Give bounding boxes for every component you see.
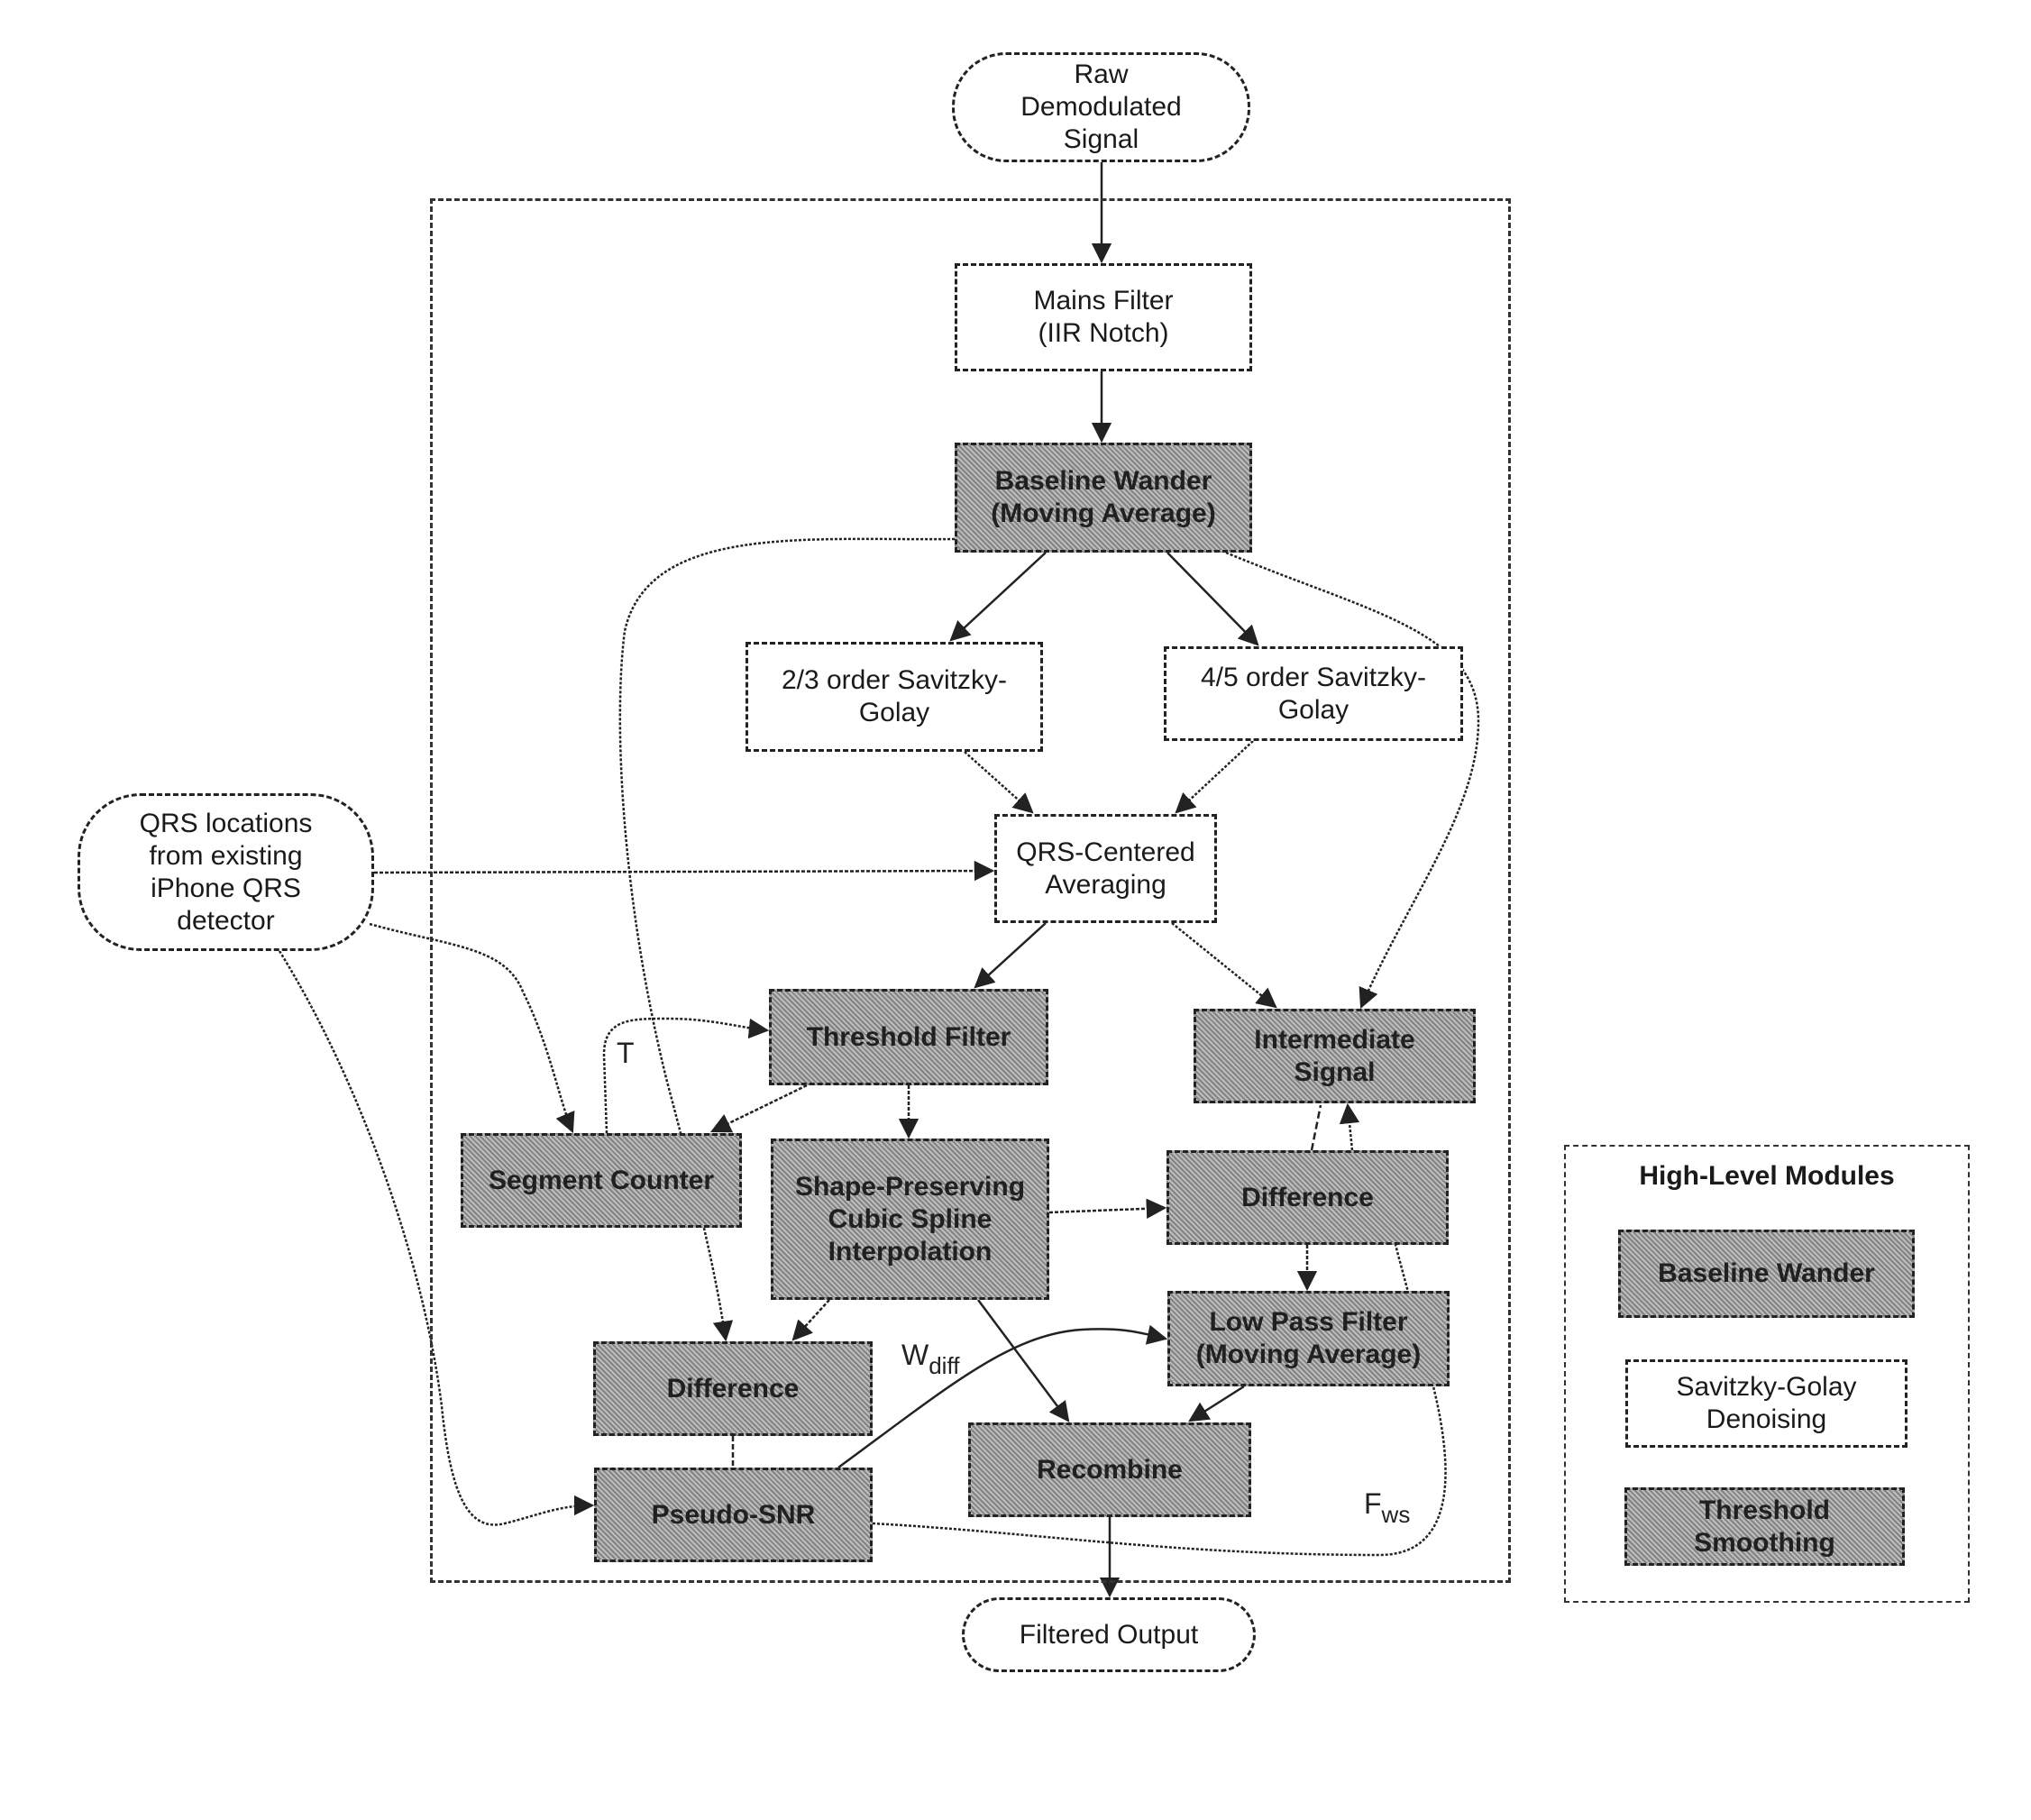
node-label: QRS locations from existing iPhone QRS d… xyxy=(140,808,313,937)
node-label: Segment Counter xyxy=(489,1165,714,1197)
node-low-pass-filter[interactable]: Low Pass Filter (Moving Average) xyxy=(1167,1291,1450,1386)
legend-title: High-Level Modules xyxy=(1566,1161,1968,1192)
node-label: Intermediate Signal xyxy=(1254,1024,1414,1089)
node-label: Shape-Preserving Cubic Spline Interpolat… xyxy=(795,1171,1025,1268)
legend-item-label: Baseline Wander xyxy=(1658,1258,1875,1290)
node-qrs-locations[interactable]: QRS locations from existing iPhone QRS d… xyxy=(78,793,374,951)
node-pseudo-snr[interactable]: Pseudo-SNR xyxy=(594,1468,873,1562)
node-label: Pseudo-SNR xyxy=(652,1499,816,1532)
node-filtered-output[interactable]: Filtered Output xyxy=(962,1597,1256,1672)
node-difference-right[interactable]: Difference xyxy=(1166,1150,1449,1245)
edge-label-subscript: ws xyxy=(1382,1501,1411,1528)
legend-item-baseline-wander: Baseline Wander xyxy=(1618,1230,1915,1318)
edge-label-f-ws: Fws xyxy=(1364,1487,1410,1529)
edge-label-text: W xyxy=(901,1339,929,1371)
node-baseline-wander[interactable]: Baseline Wander (Moving Average) xyxy=(955,443,1252,553)
node-mains-filter[interactable]: Mains Filter (IIR Notch) xyxy=(955,263,1252,371)
edge-label-text: F xyxy=(1364,1487,1382,1520)
edge-label-text: T xyxy=(617,1037,635,1069)
node-label: Threshold Filter xyxy=(807,1021,1011,1054)
node-label: 2/3 order Savitzky- Golay xyxy=(782,664,1007,729)
legend-item-label: Savitzky-Golay Denoising xyxy=(1676,1371,1856,1436)
node-label: Baseline Wander (Moving Average) xyxy=(991,465,1215,530)
node-sg-2-3-order[interactable]: 2/3 order Savitzky- Golay xyxy=(746,642,1043,752)
node-difference-left[interactable]: Difference xyxy=(593,1341,873,1436)
edge-label-w-diff: Wdiff xyxy=(901,1339,959,1380)
node-cubic-spline-interpolation[interactable]: Shape-Preserving Cubic Spline Interpolat… xyxy=(771,1139,1049,1300)
node-qrs-centered-averaging[interactable]: QRS-Centered Averaging xyxy=(994,814,1217,923)
edge-label-subscript: diff xyxy=(929,1352,959,1379)
node-label: Raw Demodulated Signal xyxy=(1020,59,1181,156)
node-intermediate-signal[interactable]: Intermediate Signal xyxy=(1194,1009,1476,1103)
node-label: 4/5 order Savitzky- Golay xyxy=(1201,662,1426,727)
legend-item-savitzky-golay: Savitzky-Golay Denoising xyxy=(1625,1359,1907,1448)
node-label: Low Pass Filter (Moving Average) xyxy=(1196,1306,1421,1371)
node-recombine[interactable]: Recombine xyxy=(968,1422,1251,1517)
node-label: Difference xyxy=(667,1373,800,1405)
node-segment-counter[interactable]: Segment Counter xyxy=(461,1133,742,1228)
node-label: Filtered Output xyxy=(1020,1619,1198,1651)
edge-label-t: T xyxy=(617,1037,635,1070)
legend-item-label: Threshold Smoothing xyxy=(1694,1495,1835,1559)
legend-item-threshold-smoothing: Threshold Smoothing xyxy=(1624,1487,1905,1566)
node-label: QRS-Centered Averaging xyxy=(1016,837,1194,901)
node-raw-demodulated-signal[interactable]: Raw Demodulated Signal xyxy=(952,52,1250,162)
node-label: Recombine xyxy=(1037,1454,1183,1486)
node-label: Difference xyxy=(1241,1182,1374,1214)
node-label: Mains Filter (IIR Notch) xyxy=(1033,285,1173,350)
node-sg-4-5-order[interactable]: 4/5 order Savitzky- Golay xyxy=(1164,646,1463,741)
node-threshold-filter[interactable]: Threshold Filter xyxy=(769,989,1048,1085)
